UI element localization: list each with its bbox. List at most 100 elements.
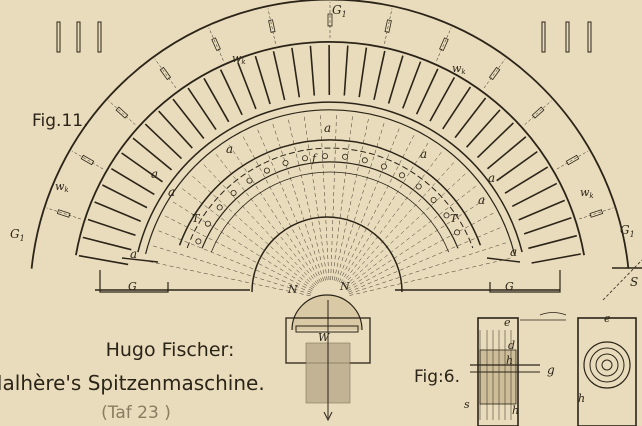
radial-guide [319, 112, 330, 281]
needle [132, 137, 173, 171]
radial-guide [162, 214, 313, 292]
radial-guide [337, 125, 401, 282]
outer-guide [154, 58, 177, 89]
fig6-label-g: g [547, 363, 555, 377]
fig11-fan-diagram [30, 0, 630, 422]
bobbin-mark [327, 13, 333, 27]
needle [531, 253, 581, 264]
fig6-right-housing [577, 317, 637, 426]
label-T-right: T [450, 212, 459, 225]
radial-guide [338, 132, 416, 283]
top-right-rods [541, 21, 592, 53]
needle [402, 61, 422, 109]
plate-caption: Hugo Fischer: Malhère's Spitzenmaschine.… [0, 339, 265, 423]
fig11-spokes [46, 2, 614, 297]
label-wk-4: wk [580, 186, 594, 200]
fig6-spool-3 [595, 353, 619, 377]
fig6-brace [520, 312, 567, 321]
frame-arc-dashed [186, 147, 474, 249]
label-a-4: a [151, 167, 158, 181]
radial-guide [340, 140, 430, 284]
needle [454, 97, 487, 139]
radial-guide [348, 241, 509, 295]
outer-guide [483, 58, 506, 89]
needle [504, 166, 549, 194]
outer-arc [30, 0, 630, 269]
needle [415, 68, 439, 115]
fig6-title: Fig:6. [414, 367, 460, 387]
label-a-6: a [168, 185, 175, 199]
outer-guide [46, 207, 81, 220]
radial-guide [349, 257, 514, 296]
needle [187, 87, 217, 131]
needle [486, 136, 527, 170]
radial-guide [303, 113, 328, 281]
needle [466, 109, 501, 148]
needle [272, 51, 286, 101]
fig11-arcs [30, 0, 630, 269]
outer-guide [108, 100, 136, 125]
radial-guide [190, 174, 316, 287]
label-a-top: a [324, 121, 331, 135]
fig6-spool-2 [589, 347, 625, 383]
radial-guide [330, 112, 337, 281]
needle [121, 152, 163, 183]
needle [82, 236, 132, 251]
track-bead [361, 157, 368, 164]
radial-guide [345, 184, 479, 288]
label-G-right: G [505, 280, 514, 293]
outer-guide [436, 27, 452, 61]
needle [429, 77, 456, 122]
radial-guide [201, 162, 317, 286]
label-wk-3: wk [55, 180, 69, 194]
label-T-left: T [192, 212, 201, 225]
label-N-right: N [339, 280, 350, 293]
bobbin-mark [439, 37, 449, 52]
label-G1-right: G1 [620, 223, 635, 239]
track-bead [443, 212, 450, 219]
outer-guide [524, 100, 552, 125]
outer-guide [267, 8, 276, 44]
radial-guide [256, 126, 323, 282]
track-bead [204, 220, 211, 227]
needle [373, 50, 386, 100]
needle [511, 182, 558, 208]
needle [219, 69, 243, 116]
radial-guide [335, 120, 386, 281]
needle [87, 218, 136, 237]
needle [518, 199, 566, 221]
fig6-label-e-right: e [604, 312, 611, 325]
needle [172, 98, 205, 139]
radial-guide [348, 226, 504, 293]
label-a-8: a [130, 247, 137, 261]
track-bead [342, 153, 349, 160]
bobbin-mark [531, 106, 545, 119]
hub-center-arrow [323, 300, 333, 422]
bobbin-mark [565, 154, 580, 166]
track-bead [216, 204, 223, 211]
fig6-label-e-left: e [504, 316, 511, 329]
label-a-2: a [226, 142, 233, 156]
label-a-3: a [420, 147, 427, 161]
bobbin-mark [384, 19, 392, 33]
caption-author: Hugo Fischer: [106, 339, 235, 361]
label-wk-2: wk [452, 62, 466, 76]
bobbin-mark [488, 66, 501, 81]
label-a-9: a [510, 245, 517, 259]
needle [476, 122, 514, 159]
track-bead [398, 172, 405, 179]
needle [343, 45, 349, 96]
bobbin-mark [159, 66, 172, 81]
fig6-left-coil [479, 349, 517, 405]
hub-inner-arc [291, 294, 363, 331]
frame-arc-2 [145, 109, 515, 255]
radial-guide [347, 211, 497, 291]
track-bead [230, 189, 237, 196]
outer-guide [556, 150, 589, 170]
track-bead [195, 238, 202, 245]
fig6-label-d: d [508, 339, 515, 352]
label-G1-left: G1 [10, 227, 25, 243]
hub-arc [251, 216, 403, 293]
label-W: W [318, 331, 331, 344]
